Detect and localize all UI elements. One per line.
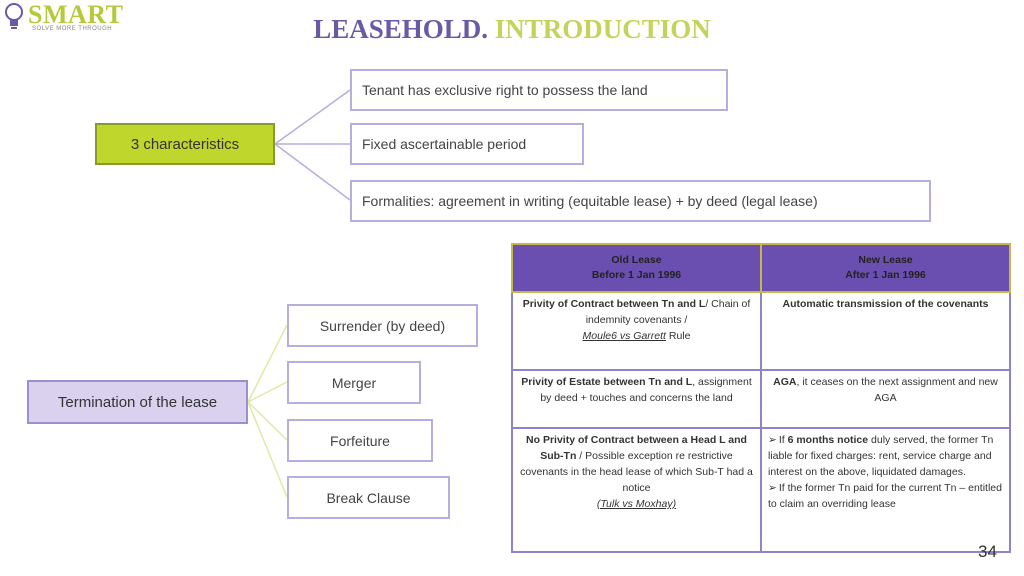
case-name: Moule6 vs Garrett	[582, 330, 666, 342]
cell-text: Rule	[665, 330, 691, 342]
termination-text: Break Clause	[326, 489, 411, 506]
cell-text: / Chain of indemnity covenants /	[585, 298, 751, 326]
characteristic-text: Formalities: agreement in writing (equit…	[362, 193, 818, 209]
characteristics-label: 3 characteristics	[130, 135, 240, 153]
table-cell: Automatic transmission of the covenants	[760, 291, 1011, 371]
table-row: No Privity of Contract between a Head L …	[511, 427, 1011, 553]
termination-label: Termination of the lease	[57, 393, 218, 411]
cell-text: If	[778, 434, 788, 446]
table-cell: No Privity of Contract between a Head L …	[511, 427, 762, 553]
page-number: 34	[978, 542, 997, 561]
cell-text: / Possible exception re restrictive cove…	[520, 450, 753, 494]
termination-text: Forfeiture	[330, 432, 390, 449]
table-cell: If 6 months notice duly served, the form…	[760, 427, 1011, 553]
cell-bold: Privity of Estate between Tn and L	[521, 376, 693, 388]
characteristic-text: Tenant has exclusive right to possess th…	[362, 82, 648, 98]
lease-comparison-table: Old Lease Before 1 Jan 1996 New Lease Af…	[511, 243, 1011, 553]
cell-bold: Privity of Contract between Tn and L	[522, 298, 706, 310]
cell-text: duly served, the former Tn liable for fi…	[768, 434, 994, 478]
cell-bold: 6 months notice	[787, 434, 869, 446]
termination-item: Break Clause	[287, 476, 450, 519]
termination-item: Forfeiture	[287, 419, 433, 462]
termination-text: Surrender (by deed)	[319, 317, 446, 334]
characteristic-item: Tenant has exclusive right to possess th…	[350, 69, 728, 111]
termination-node: Termination of the lease	[27, 380, 248, 424]
list-item: If 6 months notice duly served, the form…	[768, 432, 1003, 480]
table-row: Privity of Contract between Tn and L/ Ch…	[511, 291, 1011, 371]
header-subtext: After 1 Jan 1996	[845, 269, 926, 281]
page-title: LEASEHOLD. INTRODUCTION	[0, 14, 1024, 45]
title-part1: LEASEHOLD.	[313, 14, 489, 44]
table-cell: Privity of Contract between Tn and L/ Ch…	[511, 291, 762, 371]
characteristics-node: 3 characteristics	[95, 123, 275, 165]
cell-bold: No Privity of Contract between a Head L …	[526, 434, 747, 462]
cell-text: If the former Tn paid for the current Tn…	[768, 482, 1002, 510]
characteristic-text: Fixed ascertainable period	[362, 136, 527, 152]
new-lease-list: If 6 months notice duly served, the form…	[768, 432, 1003, 512]
cell-text: , assignment by deed + touches and conce…	[540, 376, 752, 404]
header-new-lease: New Lease After 1 Jan 1996	[760, 243, 1011, 293]
table-cell: AGA, it ceases on the next assignment an…	[760, 369, 1011, 429]
header-text: Old Lease	[611, 254, 662, 266]
cell-bold: Automatic transmission of the covenants	[782, 298, 989, 310]
termination-item: Surrender (by deed)	[287, 304, 478, 347]
lightbulb-icon	[5, 3, 23, 29]
list-item: If the former Tn paid for the current Tn…	[768, 480, 1003, 512]
characteristic-item: Formalities: agreement in writing (equit…	[350, 180, 931, 222]
cell-bold: AGA	[773, 376, 797, 388]
termination-item: Merger	[287, 361, 421, 404]
table-cell: Privity of Estate between Tn and L, assi…	[511, 369, 762, 429]
header-subtext: Before 1 Jan 1996	[591, 269, 682, 281]
cell-text: , it ceases on the next assignment and n…	[796, 376, 998, 404]
termination-text: Merger	[331, 374, 377, 391]
table-row: Privity of Estate between Tn and L, assi…	[511, 369, 1011, 429]
smart-logo: SMART SOLVE MORE THROUGH	[2, 0, 142, 34]
title-part2: INTRODUCTION	[494, 14, 711, 44]
logo-tagline: SOLVE MORE THROUGH	[32, 26, 113, 32]
case-name: (Tulk vs Moxhay)	[596, 498, 677, 510]
table-header-row: Old Lease Before 1 Jan 1996 New Lease Af…	[511, 243, 1011, 293]
header-text: New Lease	[858, 254, 913, 266]
characteristic-item: Fixed ascertainable period	[350, 123, 584, 165]
header-old-lease: Old Lease Before 1 Jan 1996	[511, 243, 762, 293]
logo-name: SMART	[28, 0, 124, 29]
